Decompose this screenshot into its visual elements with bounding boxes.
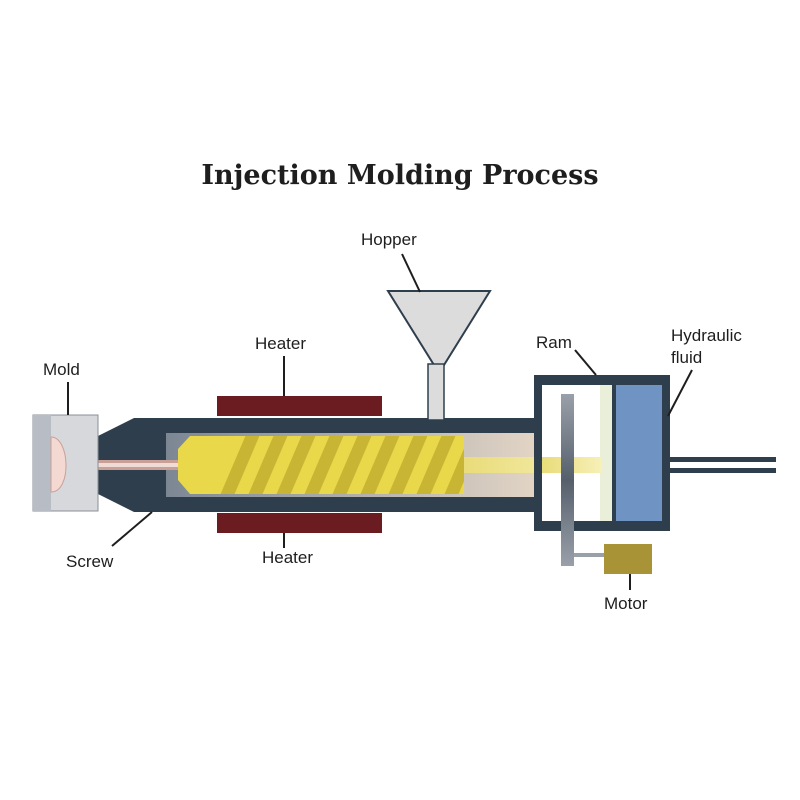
nozzle-channel-core	[66, 463, 178, 467]
drive-shaft	[561, 394, 574, 566]
heater-bottom	[217, 513, 382, 533]
hydraulic-fluid	[616, 385, 662, 521]
motor-coupling	[574, 553, 604, 557]
screw-flights	[218, 436, 464, 494]
mold-left-wall	[33, 415, 51, 511]
hopper	[386, 290, 492, 366]
leader-lines	[67, 253, 693, 590]
hopper-feed-throat	[427, 363, 445, 421]
ram-plate	[600, 385, 612, 521]
diagram-title: Injection Molding Process	[201, 160, 599, 191]
mold-cavity	[50, 436, 67, 493]
heater-bottom-label: Heater	[262, 548, 314, 567]
ram-label: Ram	[536, 333, 572, 352]
heater-top	[217, 396, 382, 416]
piston-rod-right-inner	[664, 462, 776, 468]
screw-label: Screw	[66, 552, 114, 571]
motor-label: Motor	[604, 594, 648, 613]
mold-label: Mold	[43, 360, 80, 379]
hopper-label: Hopper	[361, 230, 417, 249]
hydraulic-fluid-label-line2: fluid	[671, 348, 703, 367]
heater-top-label: Heater	[255, 334, 307, 353]
motor	[604, 544, 652, 574]
hydraulic-fluid-label-line1: Hydraulic	[671, 326, 742, 345]
